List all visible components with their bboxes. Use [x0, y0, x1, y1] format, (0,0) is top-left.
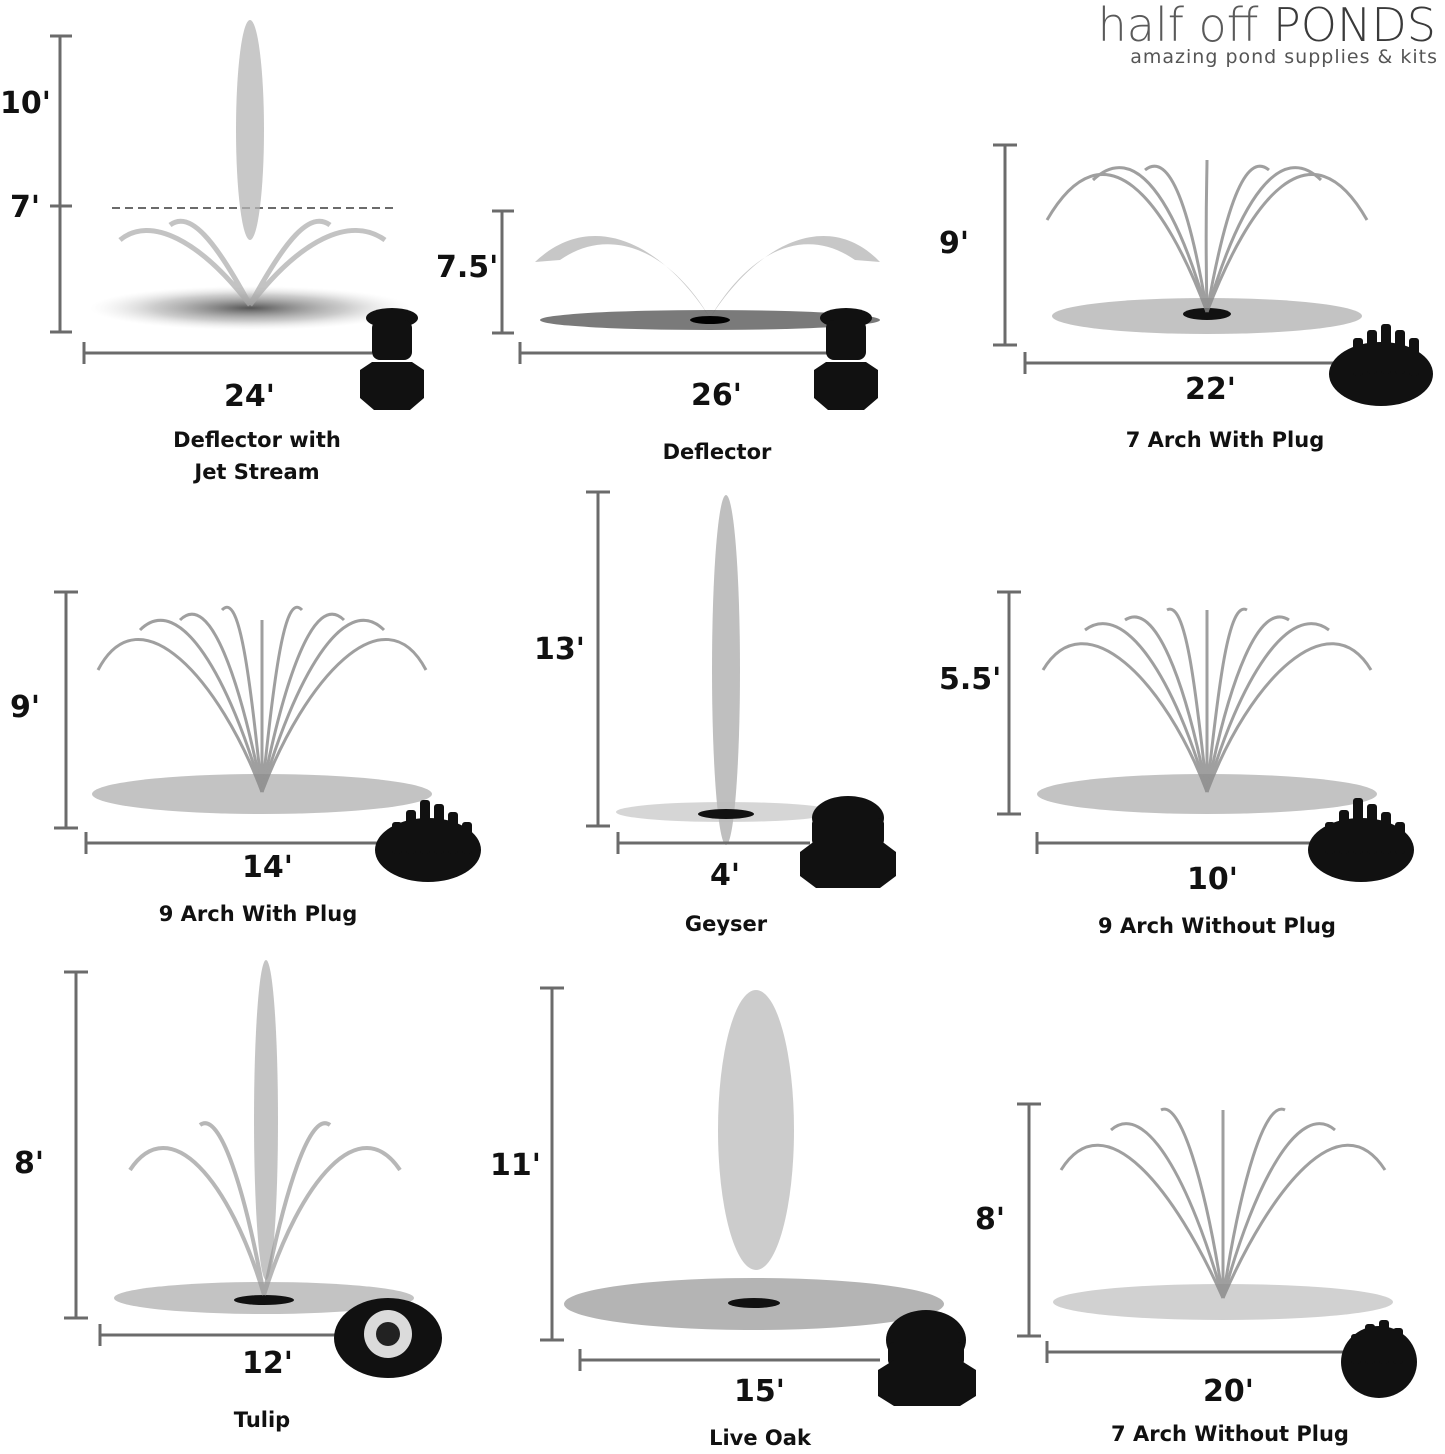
fountain-illustration: [586, 490, 896, 888]
tulip-nozzle-icon: [334, 1298, 442, 1378]
panel-9-arch-with-plug: 9' 14' 9 Arch With Plug: [0, 560, 490, 950]
mid-height-label: 7': [10, 190, 41, 225]
panel-deflector-jet-stream: 10' 7' 24' Deflector with Jet Stream: [0, 0, 480, 490]
width-label: 20': [1203, 1374, 1254, 1409]
geyser-nozzle-icon: [800, 796, 896, 888]
width-label: 22': [1185, 372, 1236, 407]
height-label: 10': [0, 86, 51, 121]
width-label: 12': [242, 1346, 293, 1381]
fountain-illustration: [997, 590, 1414, 882]
fountain-illustration: [50, 20, 424, 410]
height-label: 11': [490, 1148, 541, 1183]
panel-geyser: 13' 4' Geyser: [520, 470, 920, 950]
height-label: 9': [10, 690, 41, 725]
panel-title: Geyser: [684, 912, 768, 936]
height-label: 8': [975, 1202, 1006, 1237]
fountain-illustration: [993, 143, 1433, 406]
panel-title: Tulip: [233, 1408, 291, 1432]
fountain-illustration: [492, 209, 880, 410]
panel-title: Live Oak: [709, 1426, 811, 1450]
panel-deflector: 7.5' 26' Deflector: [430, 0, 910, 490]
height-label: 9': [939, 226, 970, 261]
panel-live-oak: 11' 15' Live Oak: [480, 960, 1000, 1450]
panel-title: 7 Arch Without Plug: [1111, 1422, 1349, 1446]
panel-7-arch-with-plug: 9' 22' 7 Arch With Plug: [935, 80, 1440, 490]
brand-name: half off PONDS: [1097, 0, 1436, 52]
panel-title: Deflector with Jet Stream: [173, 428, 341, 484]
fountain-illustration: [1017, 1102, 1417, 1398]
height-label: 8': [14, 1146, 45, 1181]
width-label: 24': [224, 379, 275, 414]
fountain-illustration: [54, 590, 481, 882]
width-label: 10': [1187, 862, 1238, 897]
brand-tagline: amazing pond supplies & kits: [1130, 46, 1438, 68]
height-label: 13': [534, 632, 585, 667]
brand-logo: half off PONDS amazing pond supplies & k…: [1098, 0, 1440, 74]
width-label: 4': [710, 858, 741, 893]
fountain-illustration: [64, 960, 442, 1378]
panel-title: Deflector: [662, 440, 772, 464]
seven-jet-nozzle-icon: [1329, 324, 1433, 406]
panel-9-arch-without-plug: 5.5' 10' 9 Arch Without Plug: [935, 560, 1440, 960]
panel-title: 9 Arch With Plug: [158, 902, 358, 926]
width-label: 15': [734, 1374, 785, 1409]
panel-7-arch-without-plug: 8' 20' 7 Arch Without Plug: [965, 1080, 1440, 1450]
width-label: 26': [691, 378, 742, 413]
width-label: 14': [242, 850, 293, 885]
seven-jet-nozzle-icon: [1341, 1320, 1417, 1398]
deflector-nozzle-icon: [360, 308, 424, 410]
panel-tulip: 8' 12' Tulip: [0, 950, 490, 1450]
panel-title: 7 Arch With Plug: [1125, 428, 1325, 452]
height-label: 7.5': [436, 250, 499, 285]
panel-title: 9 Arch Without Plug: [1098, 914, 1336, 938]
nine-jet-nozzle-icon: [375, 800, 481, 882]
height-label: 5.5': [939, 662, 1002, 697]
nine-jet-nozzle-icon: [1308, 798, 1414, 882]
deflector-nozzle-icon: [814, 308, 878, 410]
live-oak-nozzle-icon: [878, 1310, 976, 1406]
fountain-illustration: [540, 986, 976, 1406]
